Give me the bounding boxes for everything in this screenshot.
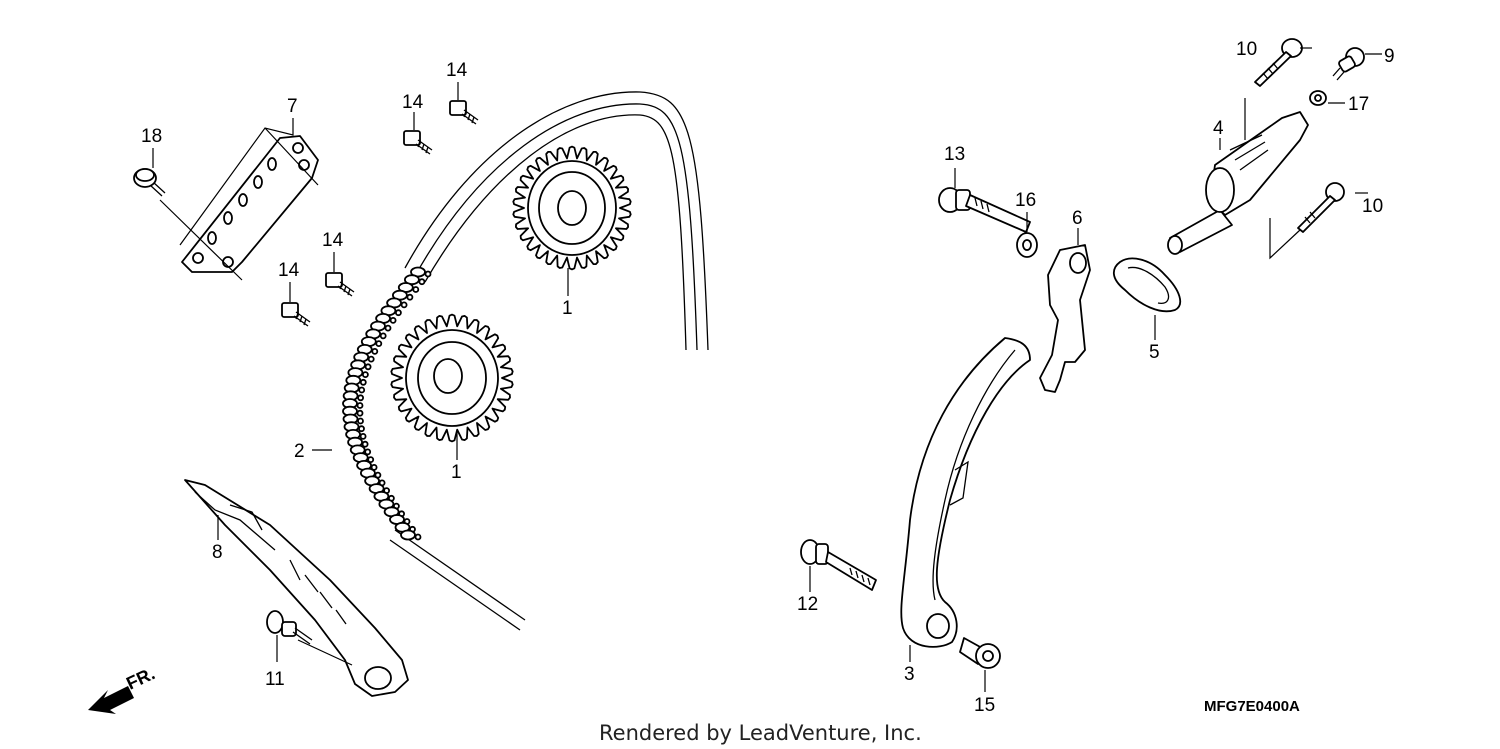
callout-15: 15 xyxy=(974,695,995,716)
callout-10-lower: 10 xyxy=(1362,196,1383,217)
chain-pin xyxy=(357,394,365,402)
chain-pin xyxy=(359,432,367,440)
callout-9: 9 xyxy=(1384,46,1395,67)
tensioner-slipper[interactable] xyxy=(900,337,1031,648)
chain-pin xyxy=(379,332,387,340)
bolt-9[interactable] xyxy=(1332,47,1365,81)
chain-link xyxy=(400,529,416,541)
callout-17: 17 xyxy=(1348,94,1369,115)
chain-pin xyxy=(356,409,364,417)
chain-pin xyxy=(414,533,422,541)
bolt-13[interactable] xyxy=(938,187,1031,233)
callout-1-upper: 1 xyxy=(562,298,573,319)
callout-1-lower: 1 xyxy=(451,462,462,483)
chain-pin xyxy=(371,347,379,355)
callout-4: 4 xyxy=(1213,118,1224,139)
washer-16[interactable] xyxy=(1016,232,1038,258)
chain-pin xyxy=(389,316,397,324)
callout-8: 8 xyxy=(212,542,223,563)
chain-pin xyxy=(367,355,375,363)
chain-pin xyxy=(406,293,414,301)
chain-pin xyxy=(412,286,420,293)
cam-chain[interactable] xyxy=(342,91,709,631)
chain-pin xyxy=(361,440,369,448)
callout-11: 11 xyxy=(265,669,285,690)
callout-16: 16 xyxy=(1015,190,1036,211)
cam-sprocket-upper[interactable] xyxy=(512,145,632,271)
cam-sprocket-lower[interactable] xyxy=(390,313,514,443)
credit-text: Rendered by LeadVenture, Inc. xyxy=(599,721,922,745)
callout-10-upper: 10 xyxy=(1236,39,1257,60)
callout-5: 5 xyxy=(1149,342,1160,363)
callout-14-d: 14 xyxy=(278,260,300,281)
bolt-18[interactable] xyxy=(133,168,166,197)
washer-17[interactable] xyxy=(1309,90,1327,106)
cam-chain-tensioner[interactable] xyxy=(1167,111,1309,255)
chain-pin xyxy=(394,309,402,317)
callout-13: 13 xyxy=(944,144,965,165)
callout-14-b: 14 xyxy=(402,92,424,113)
chain-guide-plate[interactable] xyxy=(181,135,319,273)
diagram-code: MFG7E0400A xyxy=(1204,698,1300,715)
bolt-14-b[interactable] xyxy=(403,130,433,155)
bolt-10-upper[interactable] xyxy=(1254,38,1303,87)
leader-lines xyxy=(152,47,1382,692)
chain-pin xyxy=(364,448,372,456)
callout-14-a: 14 xyxy=(446,60,468,81)
chain-pin xyxy=(358,386,366,394)
callout-14-c: 14 xyxy=(322,230,344,251)
tensioner-gasket[interactable] xyxy=(1112,257,1182,313)
callout-12: 12 xyxy=(797,594,818,615)
bolt-14-d[interactable] xyxy=(281,302,311,327)
callout-3: 3 xyxy=(904,664,915,685)
bolt-10-lower[interactable] xyxy=(1297,182,1345,233)
callout-18: 18 xyxy=(141,126,162,147)
chain-pin xyxy=(364,363,372,371)
bolt-12[interactable] xyxy=(800,539,877,591)
callout-6: 6 xyxy=(1072,208,1083,229)
collar-15[interactable] xyxy=(959,637,1001,669)
chain-pin xyxy=(375,340,383,348)
chain-pin xyxy=(358,425,365,433)
chain-pin xyxy=(361,371,369,379)
chain-pin xyxy=(357,417,364,425)
chain-pin xyxy=(400,301,408,309)
chain-pin xyxy=(418,278,426,286)
chain-pin xyxy=(367,456,375,464)
chain-pin xyxy=(424,270,432,278)
chain-pin xyxy=(356,402,364,409)
cam-chain-guide[interactable] xyxy=(184,479,409,697)
front-direction-arrow-icon: FR. xyxy=(88,663,158,714)
bolt-14-a[interactable] xyxy=(449,100,479,125)
callout-2: 2 xyxy=(294,441,305,462)
bolt-14-c[interactable] xyxy=(325,272,355,297)
bolt-11[interactable] xyxy=(266,610,313,645)
chain-pin xyxy=(384,324,392,332)
callout-7: 7 xyxy=(287,96,298,117)
chain-pin xyxy=(359,378,367,386)
tensioner-pivot[interactable] xyxy=(1039,244,1091,393)
